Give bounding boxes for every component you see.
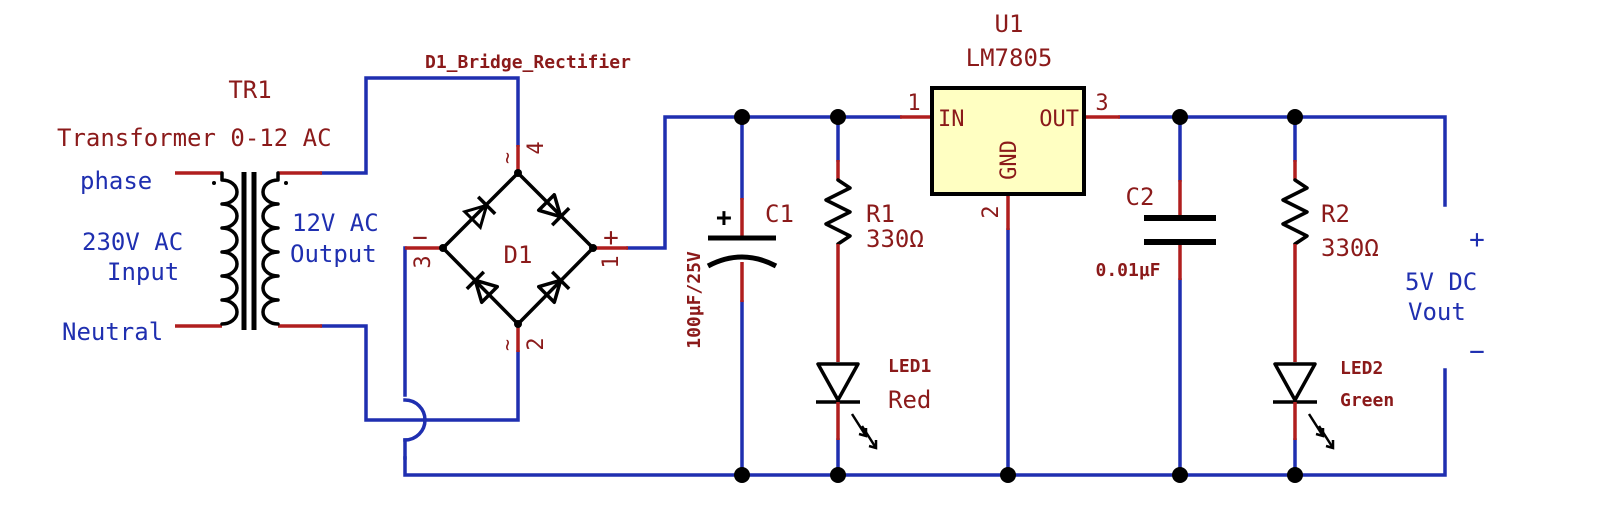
capacitor-c1: + C1 100µF/25V bbox=[684, 198, 794, 349]
r2-value: 330Ω bbox=[1321, 234, 1379, 262]
transformer-tr1: TR1 Transformer 0-12 AC phase 230V AC In… bbox=[57, 76, 379, 346]
led-led2: LED2 Green bbox=[1273, 358, 1394, 450]
junction-dot bbox=[1172, 467, 1188, 483]
r2-zigzag bbox=[1281, 178, 1309, 246]
output-terminal: + 5V DC Vout − bbox=[1405, 225, 1485, 367]
c1-polarity-mark: + bbox=[716, 203, 732, 233]
bridge-pin-1: 1 bbox=[599, 255, 624, 268]
led2-ref: LED2 bbox=[1340, 358, 1383, 379]
junction-dot bbox=[1287, 109, 1303, 125]
wire-ground-rail bbox=[403, 368, 1447, 477]
secondary-coil bbox=[261, 171, 280, 326]
r1-value: 330Ω bbox=[866, 225, 924, 253]
r2-ref: R2 bbox=[1321, 200, 1350, 228]
led-led1: LED1 Red bbox=[816, 356, 931, 450]
regulator-pin-out-number: 3 bbox=[1095, 91, 1108, 116]
primary-voltage-label: 230V AC bbox=[82, 228, 183, 256]
junction-dot bbox=[1000, 467, 1016, 483]
regulator-pin-gnd-number: 2 bbox=[979, 205, 1004, 218]
bridge-ref: D1 bbox=[504, 241, 533, 269]
regulator-value: LM7805 bbox=[966, 44, 1053, 72]
bridge-value: D1_Bridge_Rectifier bbox=[425, 52, 631, 73]
output-plus-mark: + bbox=[1469, 225, 1485, 255]
c2-ref: C2 bbox=[1126, 183, 1155, 211]
capacitor-c2: C2 0.01µF bbox=[1095, 180, 1216, 281]
bridge-pin-4: 4 bbox=[524, 141, 549, 154]
c1-ref: C1 bbox=[765, 200, 794, 228]
bridge-rectifier-d1: D1_Bridge_Rectifier D1 4 ~ 2 ~ 3 − 1 + bbox=[405, 52, 631, 352]
c2-value: 0.01µF bbox=[1095, 260, 1160, 281]
led2-value: Green bbox=[1340, 390, 1394, 411]
secondary-voltage-label: 12V AC bbox=[292, 209, 379, 237]
led1-ref: LED1 bbox=[888, 356, 931, 377]
regulator-ref: U1 bbox=[995, 10, 1024, 38]
wire-positive-rail-out bbox=[1118, 115, 1447, 207]
bridge-minus-mark: − bbox=[412, 223, 428, 253]
wire-secondary-top bbox=[320, 76, 520, 175]
resistor-r1: R1 330Ω bbox=[824, 160, 924, 362]
regulator-pin-in-number: 1 bbox=[907, 91, 920, 116]
bridge-ac-mark-bottom: ~ bbox=[495, 339, 519, 351]
transformer-ref: TR1 bbox=[228, 76, 271, 104]
regulator-pin-out-label: OUT bbox=[1039, 107, 1079, 132]
regulator-u1: U1 LM7805 1 IN 3 OUT GND 2 bbox=[900, 10, 1120, 230]
junction-dot bbox=[1287, 467, 1303, 483]
secondary-output-label: Output bbox=[290, 240, 377, 268]
regulator-body bbox=[930, 86, 1086, 196]
led1-value: Red bbox=[888, 386, 931, 414]
resistor-r2: R2 330Ω bbox=[1281, 160, 1379, 362]
output-minus-mark: − bbox=[1469, 337, 1485, 367]
junction-dot bbox=[830, 467, 846, 483]
bridge-plus-mark: + bbox=[603, 223, 619, 253]
output-vout-label: Vout bbox=[1408, 298, 1466, 326]
wires bbox=[320, 76, 1447, 477]
primary-input-label: Input bbox=[107, 258, 179, 286]
bridge-pin-2: 2 bbox=[524, 337, 549, 350]
wire-crossover-hop bbox=[403, 398, 427, 442]
junctions bbox=[734, 109, 1303, 483]
primary-coil bbox=[220, 171, 239, 326]
output-voltage-label: 5V DC bbox=[1405, 268, 1477, 296]
primary-neutral-label: Neutral bbox=[62, 318, 163, 346]
wire-secondary-bottom bbox=[320, 324, 520, 422]
bridge-ac-mark-top: ~ bbox=[495, 152, 519, 164]
transformer-value: Transformer 0-12 AC bbox=[57, 124, 332, 152]
bridge-pin-3: 3 bbox=[411, 255, 436, 268]
r1-ref: R1 bbox=[866, 200, 895, 228]
junction-dot bbox=[734, 467, 750, 483]
primary-phase-label: phase bbox=[80, 167, 152, 195]
junction-dot bbox=[830, 109, 846, 125]
junction-dot bbox=[1172, 109, 1188, 125]
regulator-pin-in-label: IN bbox=[938, 107, 965, 132]
c1-value: 100µF/25V bbox=[684, 251, 705, 349]
wire-positive-rail-in bbox=[626, 115, 902, 250]
junction-dot bbox=[734, 109, 750, 125]
r1-zigzag bbox=[824, 178, 852, 246]
regulator-pin-gnd-label: GND bbox=[997, 140, 1022, 180]
